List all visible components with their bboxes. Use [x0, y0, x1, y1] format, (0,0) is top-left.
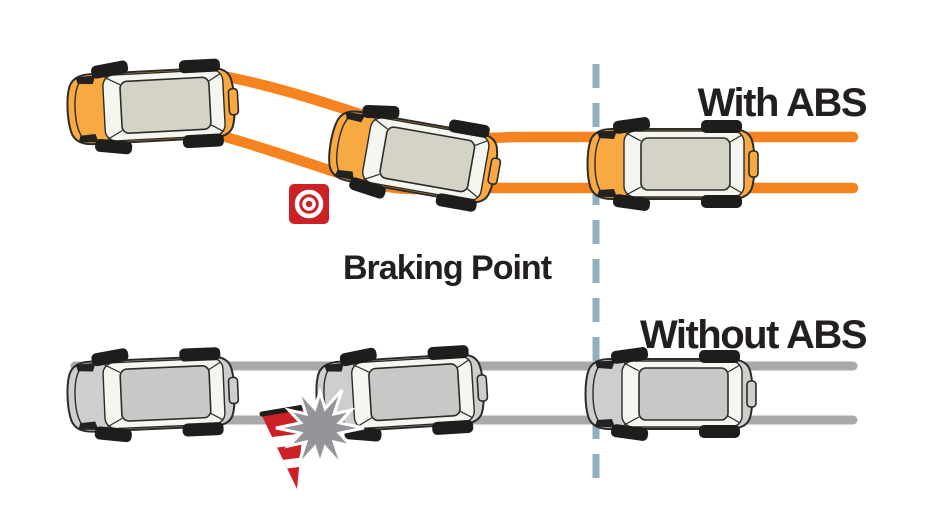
no-abs-car-after-crash	[64, 341, 241, 447]
with-abs-label: With ABS	[697, 81, 868, 125]
bullseye-target-icon	[289, 184, 329, 224]
abs-car-at-braking-point	[586, 115, 759, 213]
abs-car-swerving	[321, 94, 508, 220]
without-abs-label: Without ABS	[639, 313, 868, 357]
crash-burst-icon	[275, 386, 365, 470]
braking-point-label: Braking Point	[343, 249, 552, 287]
abs-car-after-swerve	[64, 52, 242, 159]
no-abs-car-at-braking-point	[584, 345, 757, 443]
